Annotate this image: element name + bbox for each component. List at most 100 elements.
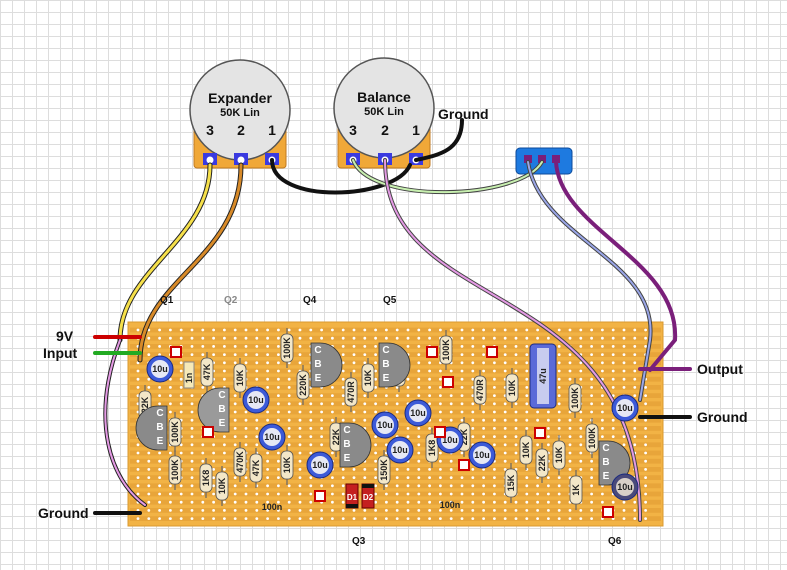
board-hole: [644, 394, 647, 397]
board-hole: [233, 484, 237, 488]
board-hole: [233, 345, 237, 348]
board-hole: [611, 361, 615, 365]
board-hole: [536, 517, 539, 520]
resistor-body: [569, 475, 583, 505]
board-hole: [158, 492, 162, 496]
board-hole: [482, 509, 485, 512]
board-hole: [406, 509, 410, 512]
board-hole: [190, 394, 194, 397]
board-hole: [644, 517, 647, 520]
board-hole: [309, 517, 313, 520]
q2-label: Q2: [224, 295, 238, 306]
board-hole: [136, 328, 140, 332]
cap-value: 10u: [264, 432, 280, 442]
board-hole: [568, 410, 572, 414]
board-hole: [169, 517, 172, 520]
board-hole: [417, 492, 421, 496]
board-hole: [298, 336, 302, 340]
board-hole: [244, 476, 248, 479]
copper-strip: [130, 434, 661, 439]
board-hole: [190, 435, 194, 438]
balance-pot[interactable]: Balance 50K Lin 3 2 1: [333, 57, 435, 169]
board-hole: [439, 484, 442, 488]
board-hole: [503, 459, 507, 463]
board-hole: [287, 369, 291, 373]
board-hole: [266, 476, 269, 479]
board-hole: [590, 492, 593, 496]
board-hole: [298, 418, 302, 422]
board-hole: [277, 459, 280, 463]
board-hole: [255, 336, 259, 340]
board-hole: [611, 345, 615, 348]
board-hole: [482, 427, 485, 430]
transistor-body: [339, 422, 372, 468]
board-hole: [309, 410, 313, 414]
board-hole: [439, 386, 442, 389]
board-hole: [331, 509, 334, 512]
board-hole: [622, 336, 626, 340]
board-hole: [266, 517, 269, 520]
board-hole: [341, 484, 345, 488]
board-hole: [514, 410, 518, 414]
board-hole: [525, 353, 529, 356]
board-hole: [514, 418, 518, 422]
board-hole: [471, 336, 475, 340]
resistor-value: 1K8: [201, 470, 211, 487]
board-hole: [147, 484, 151, 488]
board-hole: [320, 435, 323, 438]
board-hole: [547, 410, 550, 414]
copper-strip: [130, 327, 661, 333]
board-hole: [503, 427, 507, 430]
board-hole: [277, 509, 280, 512]
board-hole: [190, 484, 194, 488]
board-hole: [298, 517, 302, 520]
board-hole: [525, 500, 529, 504]
ground-top-label: Ground: [438, 106, 489, 122]
board-hole: [417, 476, 421, 479]
board-hole: [460, 484, 464, 488]
board-hole: [212, 353, 216, 356]
board-hole: [417, 435, 421, 438]
board-hole: [341, 336, 345, 340]
board-hole: [363, 353, 367, 356]
pot-value: 50K Lin: [364, 106, 404, 118]
board-hole: [579, 361, 583, 365]
board-hole: [568, 361, 572, 365]
board-hole: [633, 328, 637, 332]
board-hole: [547, 509, 550, 512]
resistor-body: [504, 468, 518, 498]
board-hole: [374, 386, 377, 389]
resistor-body: [519, 435, 533, 465]
board-hole: [622, 361, 626, 365]
board-hole: [309, 451, 313, 455]
board-hole: [255, 328, 259, 332]
board-hole: [471, 427, 475, 430]
board-hole: [374, 410, 377, 414]
cap-top: [263, 428, 281, 446]
ground-right-label: Ground: [697, 409, 748, 425]
board-hole: [471, 361, 475, 365]
board-hole: [514, 435, 518, 438]
expander-pot[interactable]: Expander 50K Lin 3 2 1: [189, 59, 291, 169]
board-hole: [255, 500, 259, 504]
board-hole: [277, 484, 280, 488]
board-hole: [277, 418, 280, 422]
board-hole: [503, 451, 507, 455]
dc-connector[interactable]: [515, 147, 573, 175]
board-hole: [374, 353, 377, 356]
board-hole: [201, 328, 205, 332]
board-hole: [341, 402, 345, 406]
board-hole: [557, 377, 561, 381]
wire-orange: [138, 163, 243, 362]
board-hole: [471, 509, 475, 512]
resistor-body: [425, 433, 439, 463]
board-hole: [266, 410, 269, 414]
board-hole: [223, 451, 226, 455]
board-hole: [374, 484, 377, 488]
board-hole: [622, 509, 626, 512]
board-hole: [395, 402, 399, 406]
board-hole: [352, 517, 356, 520]
